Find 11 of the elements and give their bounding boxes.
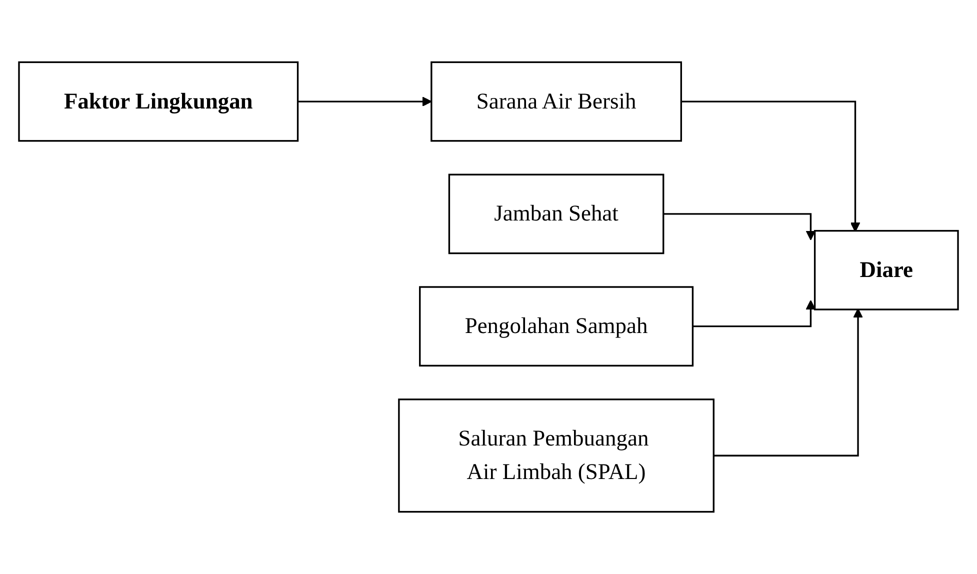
- node-box: Faktor Lingkungan: [18, 61, 299, 142]
- arrow: [663, 213, 816, 240]
- node-box: Pengolahan Sampah: [419, 286, 694, 367]
- arrow: [692, 300, 816, 328]
- node-box: Jamban Sehat: [448, 174, 664, 254]
- arrow: [681, 100, 860, 232]
- arrow: [714, 308, 863, 456]
- node-box: Sarana Air Bersih: [430, 61, 682, 142]
- node-box: Saluran Pembuangan Air Limbah (SPAL): [398, 398, 714, 513]
- arrow: [298, 96, 432, 106]
- node-box: Diare: [814, 230, 959, 310]
